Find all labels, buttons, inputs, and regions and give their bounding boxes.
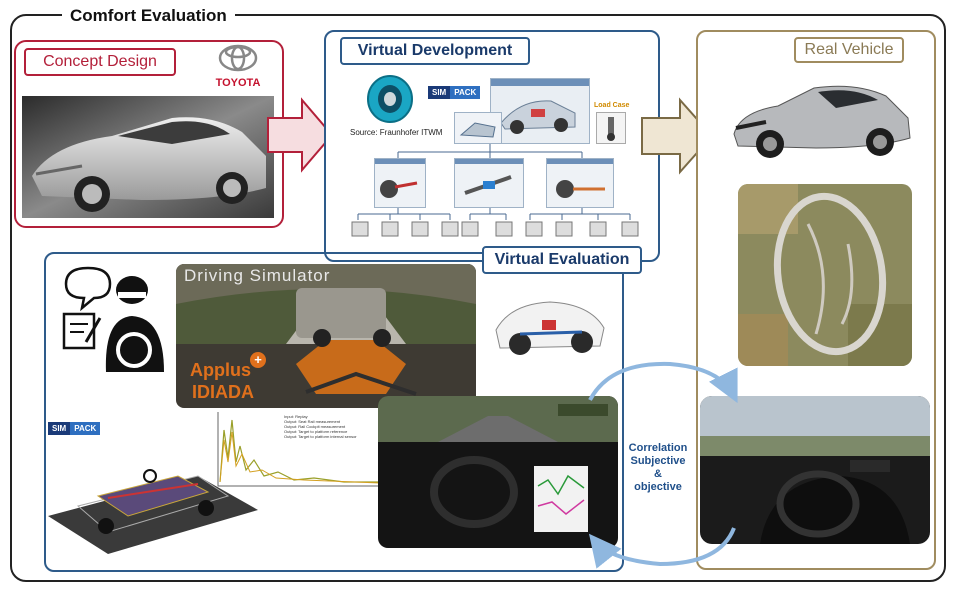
correlation-label: Correlation Subjective & objective: [618, 442, 698, 494]
correlation-line4: objective: [634, 481, 682, 493]
toyota-logo: TOYOTA: [206, 44, 270, 94]
real-driving-cabin-photo: [700, 396, 930, 544]
subjective-driver-icon: [60, 264, 172, 381]
source-note: Source: Fraunhofer ITWM: [350, 128, 443, 137]
load-case-image: [596, 112, 626, 144]
correlation-line3: &: [654, 468, 662, 480]
legend-entry: Output: Seat Rail measurement: [284, 419, 341, 424]
virtual-evaluation-panel: [44, 252, 624, 572]
front-axle-screenshot: [374, 158, 426, 208]
signal-plot: [214, 410, 384, 490]
plot-legend: Input: Replay Output: Seat Rail measurem…: [284, 414, 357, 439]
tire-model-image: [364, 74, 416, 129]
legend-entry: Input: Replay: [284, 414, 308, 419]
correlation-line2: Subjective: [630, 455, 686, 467]
pack-badge: PACK: [450, 86, 481, 99]
sim-badge-eval: SIM: [48, 422, 71, 435]
correlation-cycle-arrows: [588, 361, 738, 569]
applus-plus-icon: +: [250, 352, 266, 368]
frame-title: Comfort Evaluation: [62, 6, 235, 26]
virtual-evaluation-label: Virtual Evaluation: [482, 246, 642, 274]
load-case-label: Load Case: [594, 102, 630, 109]
test-track-aerial-photo: [738, 184, 912, 366]
rear-axle-screenshot: [546, 158, 614, 208]
real-car-photo: [726, 72, 916, 169]
dev-hierarchy-connectors: [357, 144, 631, 220]
steering-screenshot: [454, 158, 524, 208]
idiada-logo: IDIADA: [192, 382, 254, 402]
multibody-screenshot-main: [490, 78, 590, 144]
simulator-cabin-photo: [378, 396, 618, 548]
virtual-development-label: Virtual Development: [340, 37, 530, 65]
arrow-concept-to-virtual: [266, 96, 336, 179]
sub-screenshot: [454, 112, 502, 144]
pack-badge-eval: PACK: [70, 422, 101, 435]
applus-logo: Applus: [190, 360, 251, 380]
concept-car-sketch: [22, 96, 274, 218]
legend-entry: Output: Target to platform internal sens…: [284, 434, 357, 439]
legend-entry: Output: Target to platform reference: [284, 429, 348, 434]
legend-entry: Output: Rail Cockpit measurement: [284, 424, 346, 429]
driving-simulator-title: Driving Simulator: [184, 266, 331, 285]
correlation-line1: Correlation: [628, 442, 688, 454]
component-icons-row: [350, 218, 646, 238]
concept-design-label: Concept Design: [24, 48, 176, 76]
toyota-emblem-icon: [218, 44, 258, 72]
chassis-model-image: [490, 290, 610, 367]
multibody-vehicle-model: [48, 436, 258, 561]
toyota-wordmark: TOYOTA: [215, 77, 261, 89]
comfort-evaluation-frame: [10, 14, 946, 582]
sim-badge: SIM: [428, 86, 451, 99]
real-vehicle-label: Real Vehicle: [794, 37, 904, 63]
driving-simulator-photo: [176, 264, 476, 408]
